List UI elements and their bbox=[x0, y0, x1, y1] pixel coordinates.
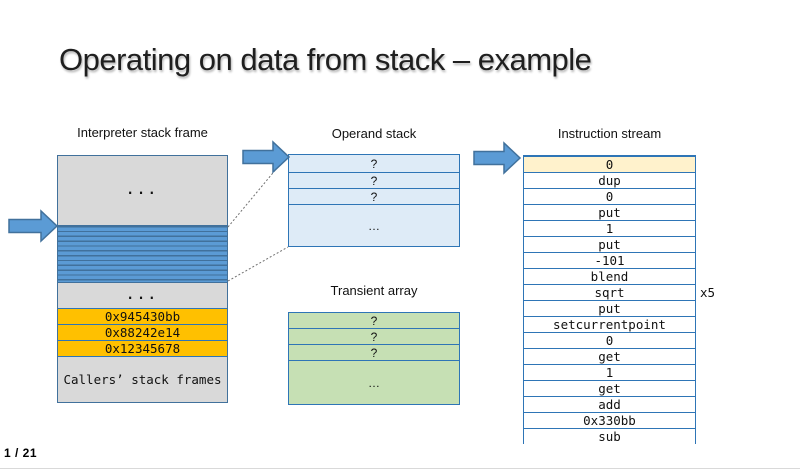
arrow-right-icon bbox=[8, 209, 59, 243]
instruction-row: dup bbox=[524, 172, 695, 188]
operand-ellipsis-row: … bbox=[368, 218, 380, 233]
hex-cell: 0x12345678 bbox=[58, 340, 227, 356]
interpreter-frame-label: Interpreter stack frame bbox=[77, 125, 208, 140]
instruction-row: put bbox=[524, 236, 695, 252]
instruction-row: sub bbox=[524, 428, 695, 444]
callers-stack-frames-cell: Callers’ stack frames bbox=[58, 356, 227, 402]
transient-slot-value: ? bbox=[370, 313, 378, 328]
transient-slot: ? bbox=[289, 313, 459, 329]
instruction-row: 0x330bb bbox=[524, 412, 695, 428]
transient-array-box: ? ? ? … bbox=[288, 312, 460, 405]
instruction-row: get bbox=[524, 380, 695, 396]
instruction-label: put bbox=[598, 205, 621, 220]
page-indicator: 1 / 21 bbox=[4, 446, 38, 460]
instruction-label: add bbox=[598, 397, 621, 412]
interpreter-stack-frame-box: ... ... 0x945430bb 0x88242e14 0x12345678… bbox=[57, 155, 228, 403]
instruction-row: 0 bbox=[524, 188, 695, 204]
repeat-annotation: x5 bbox=[700, 285, 716, 300]
transient-slot: ? bbox=[289, 329, 459, 345]
instruction-row: 0 bbox=[524, 156, 695, 172]
instruction-label: -101 bbox=[594, 253, 625, 268]
transient-ellipsis-row: … bbox=[368, 375, 380, 390]
instruction-label: dup bbox=[598, 173, 621, 188]
hex-cell-list: 0x945430bb 0x88242e14 0x12345678 bbox=[58, 308, 227, 356]
instruction-label: put bbox=[598, 237, 621, 252]
operand-slot-value: ? bbox=[370, 189, 378, 204]
instruction-label: get bbox=[598, 349, 621, 364]
arrow-right-icon bbox=[242, 140, 291, 174]
instruction-stream-box: 0 dup 0 put 1 put -101 bbox=[523, 155, 696, 444]
operand-stack-region-stripes bbox=[58, 225, 227, 283]
arrow-right-icon bbox=[473, 141, 522, 175]
instruction-label: blend bbox=[590, 269, 629, 284]
instruction-label: setcurrentpoint bbox=[553, 317, 666, 332]
stack-top-ellipsis: ... bbox=[58, 156, 227, 225]
operand-stack-box: ? ? ? … bbox=[288, 154, 460, 247]
transient-array-label: Transient array bbox=[330, 283, 418, 298]
operand-slot: ? bbox=[289, 173, 459, 189]
transient-slot-value: ? bbox=[370, 329, 378, 344]
operand-stack-label: Operand stack bbox=[331, 126, 417, 141]
instruction-stream-label: Instruction stream bbox=[557, 126, 662, 141]
operand-row-list: ? ? ? bbox=[289, 155, 459, 205]
operand-slot: ? bbox=[289, 155, 459, 173]
instruction-row: blend bbox=[524, 268, 695, 284]
instruction-row: -101 bbox=[524, 252, 695, 268]
instruction-row: 1 bbox=[524, 220, 695, 236]
instruction-row: put bbox=[524, 300, 695, 316]
instruction-label: 0x330bb bbox=[583, 413, 636, 428]
instruction-row: get bbox=[524, 348, 695, 364]
slide-title: Operating on data from stack – example bbox=[59, 42, 592, 77]
instruction-label: 0 bbox=[605, 157, 614, 172]
hex-value: 0x12345678 bbox=[104, 341, 181, 356]
hex-cell: 0x88242e14 bbox=[58, 324, 227, 340]
instruction-row: add bbox=[524, 396, 695, 412]
connector-dotted-line-bottom bbox=[227, 246, 289, 282]
transient-row-list: ? ? ? bbox=[289, 313, 459, 361]
instruction-row: 1 bbox=[524, 364, 695, 380]
instruction-label: sqrt bbox=[594, 285, 625, 300]
operand-slot-value: ? bbox=[370, 173, 378, 188]
instruction-label: 1 bbox=[605, 221, 614, 236]
instruction-label: sub bbox=[598, 429, 621, 444]
instruction-label: 0 bbox=[605, 189, 614, 204]
instruction-label: get bbox=[598, 381, 621, 396]
instruction-row: setcurrentpoint bbox=[524, 316, 695, 332]
instruction-label: 0 bbox=[605, 333, 614, 348]
instruction-row: put bbox=[524, 204, 695, 220]
instruction-label: 1 bbox=[605, 365, 614, 380]
stack-mid-ellipsis: ... bbox=[58, 283, 227, 308]
instruction-row: 0 bbox=[524, 332, 695, 348]
instruction-row: sqrt bbox=[524, 284, 695, 300]
transient-slot-value: ? bbox=[370, 345, 378, 360]
hex-value: 0x88242e14 bbox=[104, 325, 181, 340]
instruction-label: put bbox=[598, 301, 621, 316]
transient-slot: ? bbox=[289, 345, 459, 361]
operand-slot-value: ? bbox=[370, 156, 378, 171]
hex-cell: 0x945430bb bbox=[58, 308, 227, 324]
connector-dotted-line-top bbox=[227, 155, 288, 228]
operand-slot: ? bbox=[289, 189, 459, 205]
hex-value: 0x945430bb bbox=[104, 309, 181, 324]
